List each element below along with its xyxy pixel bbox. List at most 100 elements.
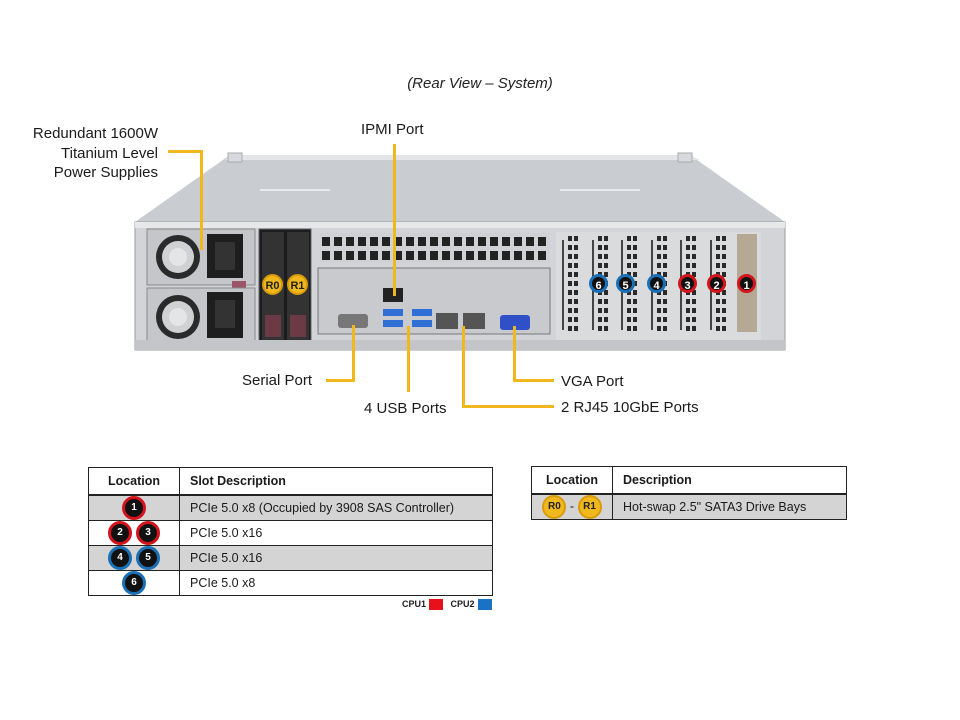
pcie-vent-hole [721, 245, 726, 250]
pcie-vent-hole [603, 245, 608, 250]
usb-ports-label: 4 USB Ports [364, 400, 447, 417]
pcie-vent-hole [715, 254, 720, 259]
pcie-vent-hole [627, 308, 631, 313]
power-supply-2 [146, 287, 256, 349]
vent-hole [334, 251, 342, 260]
pcie-vent-hole [574, 281, 578, 286]
vent-hole [466, 251, 474, 260]
legend-cpu1-label: CPU1 [402, 599, 427, 609]
pcie-vent-hole [597, 254, 602, 259]
location-cell: 6 [88, 570, 180, 596]
pcie-vent-hole [721, 272, 726, 277]
serial-port-label: Serial Port [242, 372, 313, 389]
pcie-vent-hole [662, 245, 667, 250]
pcie-vent-hole [627, 299, 631, 304]
ipmi-callout-line [393, 144, 396, 296]
pcie-vent-hole [715, 317, 720, 322]
pcie-vent-hole [721, 263, 726, 268]
description-cell: PCIe 5.0 x8 (Occupied by 3908 SAS Contro… [179, 495, 493, 521]
column-header-location: Location [531, 466, 613, 495]
vent-hole [346, 251, 354, 260]
pcie-vent-hole [662, 308, 667, 313]
usb-port-connector [412, 320, 432, 327]
pcie-vent-hole [568, 290, 572, 295]
pcie-vent-hole [574, 299, 578, 304]
pcie-vent-hole [568, 281, 572, 286]
pcie-vent-hole [574, 326, 578, 331]
pcie-vent-hole [627, 245, 631, 250]
pcie-vent-hole [662, 290, 667, 295]
pcie-vent-hole [568, 263, 572, 268]
pcie-bracket-divider [562, 240, 564, 330]
pcie-vent-hole [692, 263, 696, 268]
pcie-vent-hole [603, 299, 608, 304]
pcie-vent-hole [568, 299, 572, 304]
rj45-port-connector [463, 313, 485, 329]
vent-hole [406, 237, 414, 246]
legend-cpu2-label: CPU2 [450, 599, 475, 609]
pcie-vent-hole [686, 326, 690, 331]
pcie-vent-hole [715, 236, 720, 241]
pcie-vent-hole [662, 236, 667, 241]
location-cell: R0 - R1 [531, 494, 613, 520]
vent-hole [322, 237, 330, 246]
rj45-callout-line-h [462, 405, 554, 408]
pcie-slot-badge-6: 6 [589, 274, 608, 293]
pcie-vent-hole [603, 317, 608, 322]
vent-hole [478, 237, 486, 246]
pcie-vent-hole [656, 317, 661, 322]
pcie-vent-hole [597, 245, 602, 250]
pcie-vent-hole [662, 317, 667, 322]
drive-bay-badge-r0: R0 [262, 274, 283, 295]
vga-port-connector [500, 315, 530, 330]
pcie-vent-hole [597, 299, 602, 304]
vent-hole [442, 251, 450, 260]
slot-badge-6: 6 [122, 571, 146, 595]
vent-hole [334, 237, 342, 246]
pcie-vent-hole [633, 236, 637, 241]
drive-bay-table: Location Description R0 - R1 Hot-swap 2.… [531, 466, 847, 520]
slot-badge-4: 4 [108, 546, 132, 570]
table-header-row: Location Description [531, 466, 847, 495]
power-supply-1 [146, 228, 256, 289]
vent-hole [418, 251, 426, 260]
drive-bay-badge-r1: R1 [287, 274, 308, 295]
pcie-vent-hole [633, 272, 637, 277]
vent-hole [394, 251, 402, 260]
vent-hole [502, 237, 510, 246]
pcie-vent-hole [633, 281, 637, 286]
pcie-vent-hole [633, 245, 637, 250]
pcie-vent-hole [597, 263, 602, 268]
pcie-vent-hole [633, 254, 637, 259]
pcie-vent-hole [597, 317, 602, 322]
pcie-vent-hole [692, 236, 696, 241]
vga-callout-line-h [513, 379, 554, 382]
pcie-vent-hole [721, 308, 726, 313]
pcie-vent-hole [721, 317, 726, 322]
vent-hole [358, 251, 366, 260]
psu-label-line-2: Titanium Level [61, 144, 158, 162]
pcie-vent-hole [633, 290, 637, 295]
vent-hole [538, 251, 546, 260]
psu-callout-label: Redundant 1600W Titanium Level Power Sup… [33, 124, 158, 183]
pcie-vent-hole [627, 236, 631, 241]
pcie-vent-hole [686, 263, 690, 268]
pcie-vent-hole [603, 272, 608, 277]
vent-hole [454, 237, 462, 246]
pcie-vent-hole [721, 290, 726, 295]
vent-hole [526, 237, 534, 246]
pcie-slot-badge-5: 5 [616, 274, 635, 293]
legend-cpu1-swatch [429, 599, 444, 611]
vent-hole [346, 237, 354, 246]
table-row: 6 PCIe 5.0 x8 [88, 570, 493, 596]
pcie-vent-hole [656, 308, 661, 313]
pcie-vent-hole [692, 299, 696, 304]
pcie-vent-hole [603, 308, 608, 313]
pcie-vent-hole [656, 326, 661, 331]
drive-badge-r0: R0 [542, 495, 567, 519]
table-row: 1 PCIe 5.0 x8 (Occupied by 3908 SAS Cont… [88, 495, 493, 521]
slot-badge-1: 1 [122, 496, 146, 520]
pcie-vent-hole [574, 254, 578, 259]
pcie-vent-hole [633, 299, 637, 304]
